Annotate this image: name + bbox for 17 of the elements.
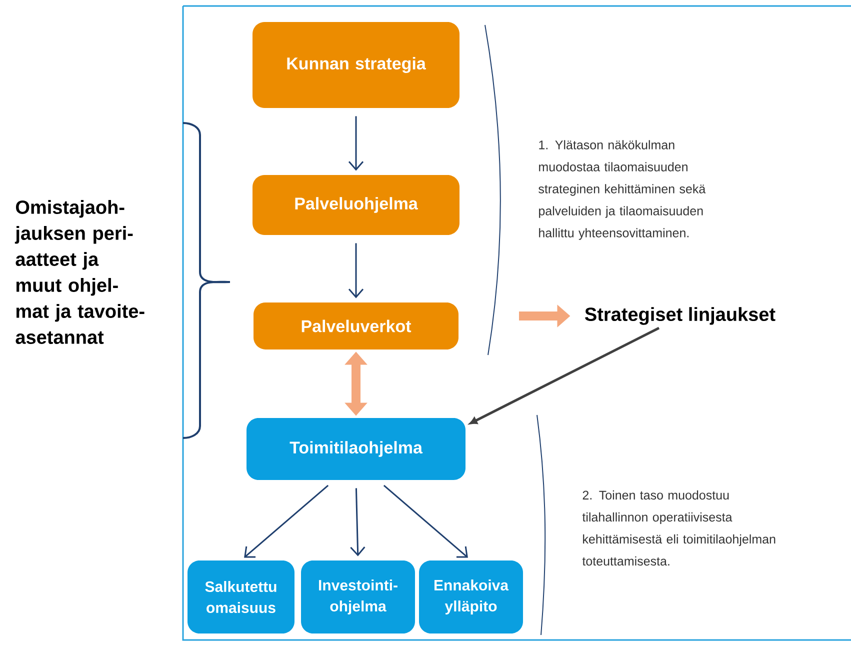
process-box: Palveluohjelma [252,175,460,235]
process-box: Investointi- ohjelma [301,560,415,634]
note: 1. Ylätason näkökulman muodostaa tilaomaisuuden strateginen kehittäminen sekä palveluiden ja tilaomaisuuden hallittu yhteensovittaminen. [538,140,706,240]
process-box: Toimitilaohjelma [246,418,466,480]
arrow [383,484,468,558]
arrow [350,488,366,556]
side-note: Omistajaoh- jauksen peri- aatteet ja muut ohjel- mat ja tavoite- asetannat [14,200,144,344]
arrow [348,243,364,298]
process-box: Salkutettu omaisuus [188,560,294,634]
note: 2. Toinen taso muodostuu tilahallinnon operatiivisesta kehittämisestä eli toimitilaohjelman toteuttamisesta. [582,490,776,566]
heading: Strategiset linjaukset [585,307,776,325]
process-box: Ennakoiva ylläpito [419,560,523,634]
arrow [470,326,660,424]
process-box: Kunnan strategia [252,22,460,108]
process-box: Palveluverkot [254,302,458,350]
arrow [348,116,364,171]
arrow [244,484,329,558]
